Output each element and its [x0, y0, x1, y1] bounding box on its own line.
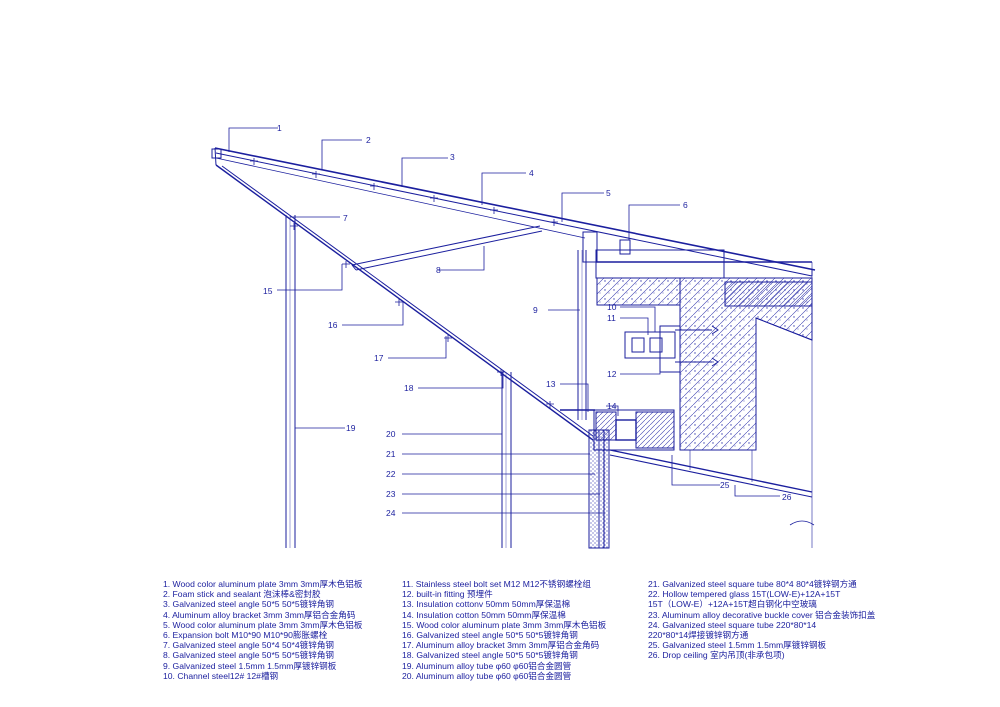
- callout-6: 6: [683, 200, 688, 210]
- callout-25: 25: [720, 480, 730, 490]
- legend-item: 5. Wood color aluminum plate 3mm 3mm厚木色铝…: [163, 619, 363, 630]
- legend-item: 16. Galvanized steel angle 50*5 50*5镀锌角钢: [402, 630, 578, 641]
- sill-detail: [560, 409, 675, 451]
- callout-13: 13: [546, 379, 556, 389]
- legend-item: 6. Expansion bolt M10*90 M10*90膨胀螺栓: [163, 630, 328, 641]
- angle-bracket: [351, 225, 543, 271]
- legend-item: 15. Wood color aluminum plate 3mm 3mm厚木色…: [402, 619, 607, 630]
- callout-24: 24: [386, 508, 396, 518]
- legend-item: 19. Aluminum alloy tube φ60 φ60铝合金圆管: [402, 660, 572, 671]
- legend-item: 21. Galvanized steel square tube 80*4 80…: [648, 579, 857, 589]
- callout-23: 23: [386, 489, 396, 499]
- callout-20: 20: [386, 429, 396, 439]
- concrete-slab: [596, 277, 813, 451]
- callout-19: 19: [346, 423, 356, 433]
- legend-item: 26. Drop ceiling 室内吊顶(非承包项): [648, 650, 785, 661]
- legend-item: 17. Aluminum alloy bracket 3mm 3mm厚铝合金角码: [402, 640, 600, 651]
- drop-ceiling: [609, 449, 813, 498]
- legend-item: 12. built-in fitting 预埋件: [402, 589, 493, 600]
- tubes: [285, 215, 512, 548]
- callout-26: 26: [782, 492, 792, 502]
- legend-item: 8. Galvanized steel angle 50*5 50*5镀锌角钢: [163, 650, 335, 661]
- legend-item: 22. Hollow tempered glass 15T(LOW-E)+12A…: [648, 589, 841, 600]
- legend-item: 2. Foam stick and sealant 泡沫棒&密封胶: [163, 589, 321, 600]
- callout-21: 21: [386, 449, 396, 459]
- legend-item: 1. Wood color aluminum plate 3mm 3mm厚木色铝…: [163, 579, 363, 589]
- callout-22: 22: [386, 469, 396, 479]
- legend-item: 4. Aluminum alloy bracket 3mm 3mm厚铝合金角码: [163, 609, 356, 620]
- callout-18: 18: [404, 383, 414, 393]
- callout-4: 4: [529, 168, 534, 178]
- legend-item: 23. Aluminum alloy decorative buckle cov…: [648, 609, 876, 620]
- bolt-set: [624, 325, 719, 373]
- legend-item: 10. Channel steel12# 12#槽钢: [163, 670, 279, 681]
- soffit-panel: [215, 164, 594, 441]
- legend-item: 13. Insulation cottonv 50mm 50mm厚保温棉: [402, 599, 571, 610]
- callout-8: 8: [436, 265, 441, 275]
- bolts: [250, 158, 558, 408]
- leader-lines: [228, 127, 780, 514]
- callout-5: 5: [606, 188, 611, 198]
- callout-9: 9: [533, 305, 538, 315]
- legend-column-2: 11. Stainless steel bolt set M12 M12不锈钢螺…: [402, 579, 606, 681]
- callout-17: 17: [374, 353, 384, 363]
- legend-item: 24. Galvanized steel square tube 220*80*…: [648, 619, 817, 630]
- callout-15: 15: [263, 286, 273, 296]
- legend-item: 15T（LOW-E）+12A+15T超白钢化中空玻璃: [648, 599, 817, 610]
- legend-column-1: 1. Wood color aluminum plate 3mm 3mm厚木色铝…: [163, 579, 362, 681]
- legend-item: 220*80*14焊接镀锌钢方通: [648, 630, 749, 641]
- legend-item: 20. Aluminum alloy tube φ60 φ60铝合金圆管: [402, 670, 572, 681]
- legend-item: 18. Galvanized steel angle 50*5 50*5镀锌角钢: [402, 650, 578, 661]
- callout-11: 11: [607, 313, 616, 323]
- callout-16: 16: [328, 320, 338, 330]
- legend-item: 3. Galvanized steel angle 50*5 50*5镀锌角钢: [163, 599, 335, 610]
- head-detail: [582, 231, 812, 279]
- callout-1: 1: [277, 123, 282, 133]
- legend-column-3: 21. Galvanized steel square tube 80*4 80…: [648, 579, 875, 661]
- legend-item: 11. Stainless steel bolt set M12 M12不锈钢螺…: [402, 579, 591, 589]
- callout-2: 2: [366, 135, 371, 145]
- legend-item: 14. Insulation cotton 50mm 50mm厚保温棉: [402, 609, 566, 620]
- callout-10: 10: [607, 302, 617, 312]
- legend-item: 25. Galvanized steel 1.5mm 1.5mm厚镀锌钢板: [648, 640, 827, 651]
- roof-panel: [211, 147, 816, 277]
- drawing-geometry: [211, 147, 816, 549]
- callout-labels: 1 2 3 4 5 6 7 8 9 10 11 12 13 14 15 16 1…: [263, 123, 792, 518]
- callout-3: 3: [450, 152, 455, 162]
- callout-12: 12: [607, 369, 617, 379]
- callout-7: 7: [343, 213, 348, 223]
- callout-14: 14: [607, 401, 617, 411]
- legend-item: 9. Galvanized steel 1.5mm 1.5mm厚镀锌钢板: [163, 660, 337, 671]
- legend-item: 7. Galvanized steel angle 50*4 50*4镀锌角钢: [163, 640, 335, 651]
